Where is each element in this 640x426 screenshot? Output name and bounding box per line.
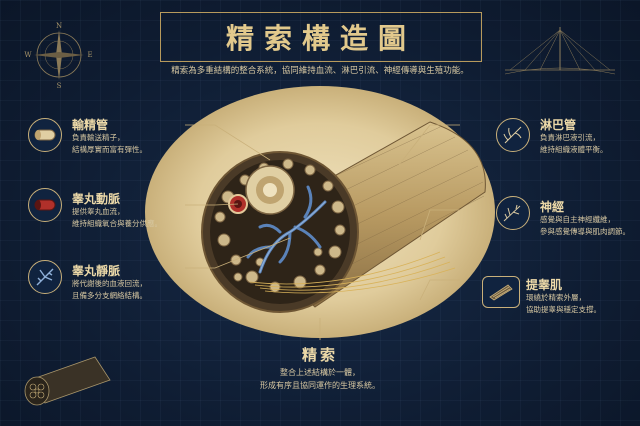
testicular-artery-desc-line2: 維持組織氧合與養分供應。 xyxy=(72,219,162,228)
vas-deferens-icon xyxy=(28,118,62,152)
footer-desc-line2: 形成有序且協同運作的生理系統。 xyxy=(260,381,380,390)
compass-s: S xyxy=(57,82,62,90)
cremaster-muscle-desc-line1: 環繞於精索外層， xyxy=(526,293,586,302)
compass-e: E xyxy=(87,51,92,59)
spermatic-cord-illustration xyxy=(145,86,495,338)
nerve-fibers xyxy=(249,251,456,294)
testicular-artery-desc-line1: 提供睾丸血流， xyxy=(72,207,125,216)
compass-n: N xyxy=(56,22,62,30)
vas-deferens-title: 輸精管 xyxy=(72,118,109,132)
nerve-icon xyxy=(496,196,530,230)
testicular-artery-icon xyxy=(28,188,62,222)
testicular-vein-desc: 將代謝後的血液回流， 且備多分支網絡結構。 xyxy=(72,278,182,302)
bridge-sketch-icon xyxy=(504,27,616,75)
vas-deferens-desc-line1: 負責輸送精子， xyxy=(72,133,125,142)
cremaster-muscle-title: 提睾肌 xyxy=(526,278,563,292)
nerve-desc-line2: 參與感覺傳導與肌肉調節。 xyxy=(540,227,630,236)
page-title: 精索構造圖 xyxy=(225,22,416,55)
lymph-vessel-icon xyxy=(496,118,530,152)
cremaster-muscle-icon xyxy=(482,276,520,308)
compass-w: W xyxy=(24,51,32,59)
vas-deferens-desc-line2: 結構厚實而富有彈性。 xyxy=(72,145,147,154)
testicular-vein-desc-line1: 將代謝後的血液回流， xyxy=(72,279,147,288)
cremaster-muscle-desc-line2: 協助提睾與穩定支撐。 xyxy=(526,305,601,314)
lymph-vessel-title: 淋巴管 xyxy=(540,118,577,132)
nerve-desc-line1: 感覺與自主神經纖維， xyxy=(540,215,615,224)
footer-desc: 整合上述結構於一體， 形成有序且協同運作的生理系統。 xyxy=(220,366,420,392)
testicular-vein-icon xyxy=(28,260,62,294)
cord-bundle-sketch-icon xyxy=(24,356,111,406)
nerve-title: 神經 xyxy=(540,200,565,214)
compass-rose-icon: N S W E xyxy=(24,22,92,90)
title-frame: 精索構造圖 xyxy=(160,12,482,62)
testicular-vein-title: 睾丸靜脈 xyxy=(72,264,121,278)
lymph-vessel-desc-line1: 負責淋巴液引流， xyxy=(540,133,600,142)
vas-deferens-desc: 負責輸送精子， 結構厚實而富有彈性。 xyxy=(72,132,182,156)
testicular-artery-title: 睾丸動脈 xyxy=(72,192,121,206)
footer-title: 精索 xyxy=(301,346,338,364)
page-subtitle: 精索為多重結構的整合系統，協同維持血流、淋巴引流、神經傳導與生殖功能。 xyxy=(171,66,469,76)
lymph-vessel-desc-line2: 維持組織液體平衡。 xyxy=(540,145,608,154)
nerve-desc: 感覺與自主神經纖維， 參與感覺傳導與肌肉調節。 xyxy=(540,214,636,238)
testicular-vein-desc-line2: 且備多分支網絡結構。 xyxy=(72,291,147,300)
footer-desc-line1: 整合上述結構於一體， xyxy=(280,368,360,377)
cremaster-muscle-desc: 環繞於精索外層， 協助提睾與穩定支撐。 xyxy=(526,292,636,316)
testicular-artery-desc: 提供睾丸血流， 維持組織氧合與養分供應。 xyxy=(72,206,182,230)
lymph-vessel-desc: 負責淋巴液引流， 維持組織液體平衡。 xyxy=(540,132,636,156)
